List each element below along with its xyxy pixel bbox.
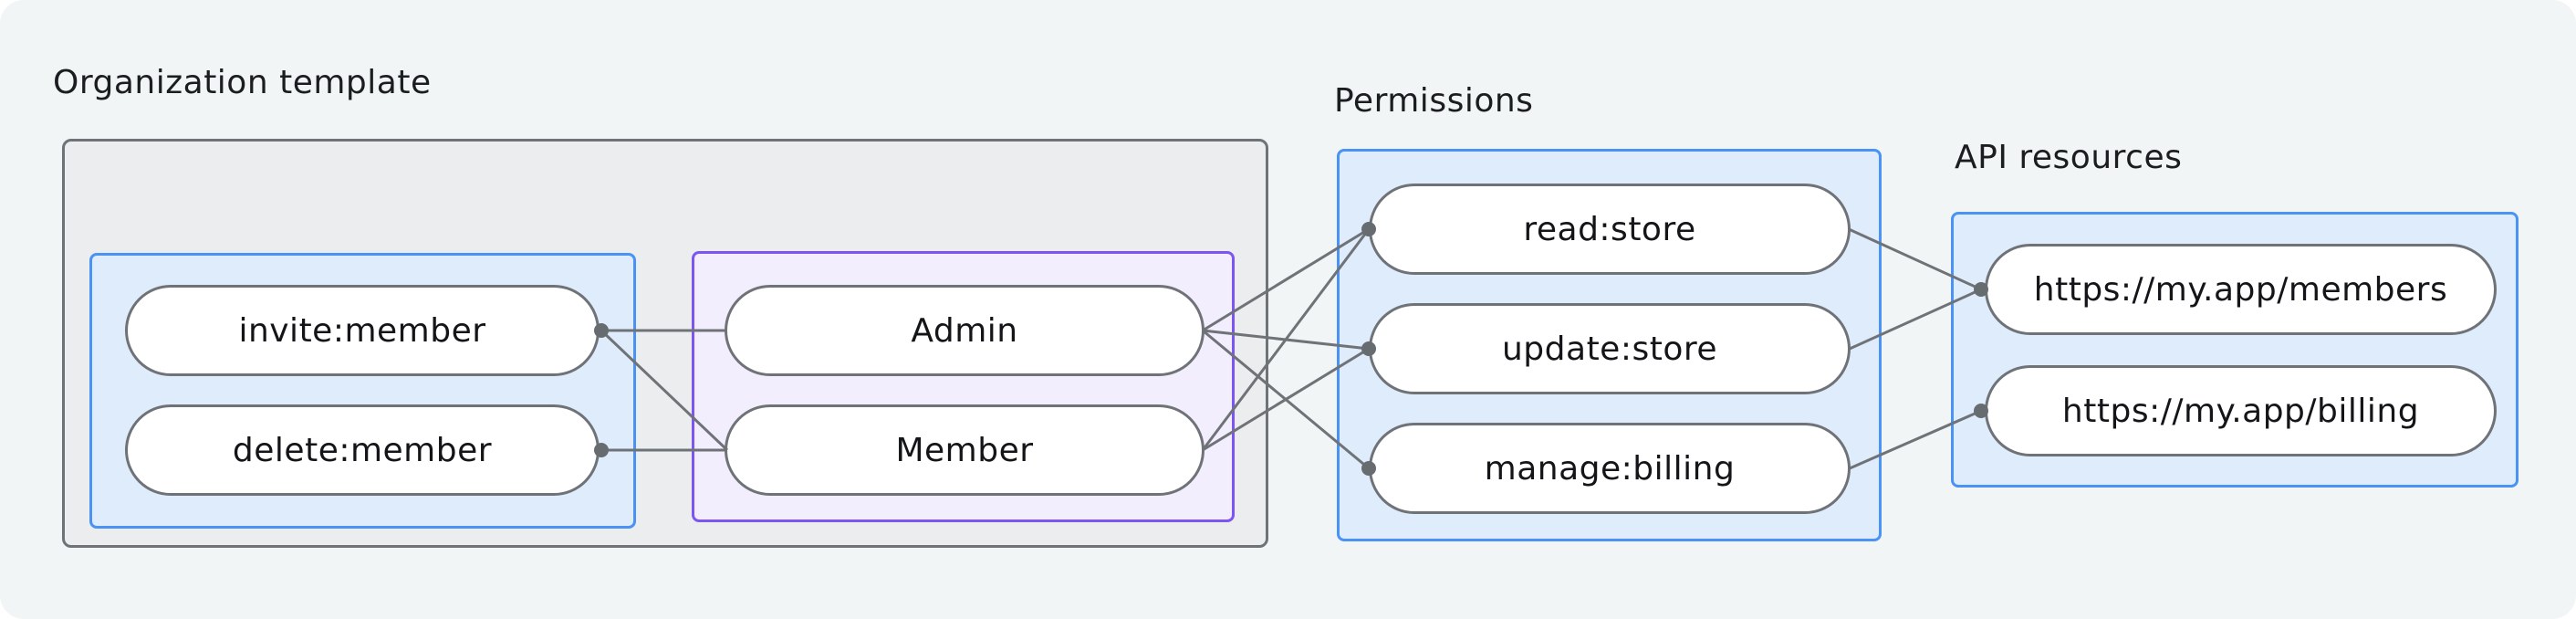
node-read-store: read:store [1369, 184, 1851, 275]
node-api-members: https://my.app/members [1985, 244, 2497, 335]
node-manage-billing-label: manage:billing [1484, 449, 1736, 488]
node-update-store-label: update:store [1501, 330, 1718, 368]
node-api-billing-label: https://my.app/billing [2061, 392, 2420, 430]
api-resources-label: API resources [1955, 139, 2183, 176]
node-admin-role: Admin [725, 285, 1205, 376]
node-update-store: update:store [1369, 303, 1851, 394]
node-api-members-label: https://my.app/members [2033, 270, 2448, 309]
node-delete-member: delete:member [125, 404, 600, 496]
organization-template-label: Organization template [53, 64, 432, 101]
node-manage-billing: manage:billing [1369, 423, 1851, 514]
node-invite-member-label: invite:member [238, 311, 486, 350]
node-invite-member: invite:member [125, 285, 600, 376]
node-read-store-label: read:store [1523, 210, 1696, 248]
node-member-role-label: Member [895, 431, 1034, 469]
permissions-label: Permissions [1334, 82, 1534, 120]
node-admin-role-label: Admin [911, 311, 1018, 350]
node-delete-member-label: delete:member [232, 431, 493, 469]
node-api-billing: https://my.app/billing [1985, 365, 2497, 456]
node-member-role: Member [725, 404, 1205, 496]
